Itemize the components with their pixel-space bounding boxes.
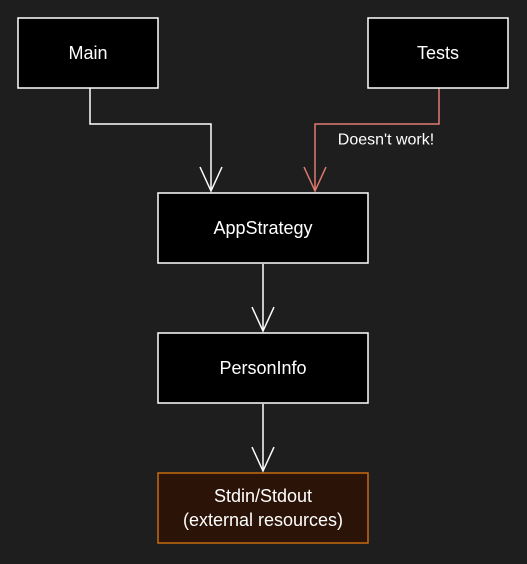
stdin-stdout-line2: (external resources) bbox=[183, 510, 343, 530]
node-stdin-stdout: Stdin/Stdout (external resources) bbox=[157, 472, 369, 544]
svg-text:Tests: Tests bbox=[417, 43, 459, 63]
node-person-info: PersonInfo bbox=[157, 332, 369, 404]
svg-text:PersonInfo: PersonInfo bbox=[219, 358, 306, 378]
stdin-stdout-line1: Stdin/Stdout bbox=[214, 486, 312, 506]
edge-label-background bbox=[318, 125, 448, 155]
node-app-strategy: AppStrategy bbox=[157, 192, 369, 264]
edge-label-doesnt-work: Doesn't work! bbox=[338, 132, 434, 149]
node-tests: Tests bbox=[367, 17, 509, 89]
svg-text:Main: Main bbox=[68, 43, 107, 63]
node-main: Main bbox=[17, 17, 159, 89]
edge-person-info-to-stdin-stdout bbox=[251, 404, 275, 473]
svg-text:AppStrategy: AppStrategy bbox=[213, 218, 312, 238]
edge-app-strategy-to-person-info bbox=[251, 264, 275, 333]
edge-tests-to-app-strategy bbox=[303, 88, 440, 193]
edge-main-to-app-strategy bbox=[89, 88, 223, 193]
